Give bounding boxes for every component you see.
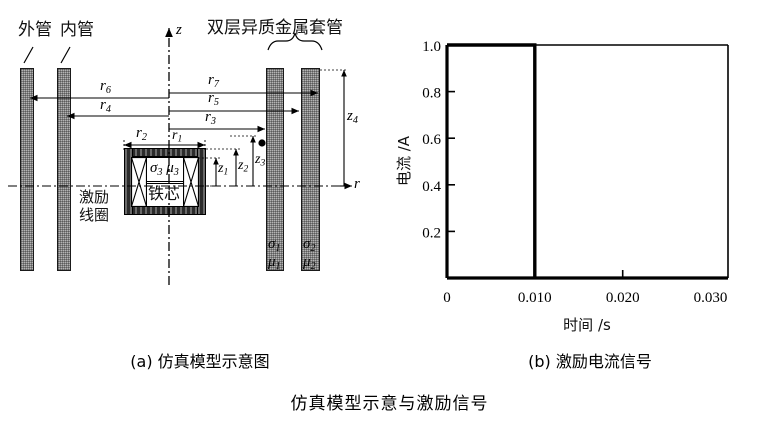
label-inner-tube: 内管 (60, 20, 94, 40)
chart-xtick-0: 0 (443, 290, 451, 306)
label-z2: z2 (238, 158, 249, 175)
label-axis-z: z (176, 22, 182, 38)
coil-left (131, 157, 147, 207)
chart-ytick-0.6: 0.6 (422, 132, 441, 148)
current-signal-chart: 1.0 0.8 0.6 0.4 0.2 0 0.010 0.020 0.030 … (395, 18, 779, 338)
panel-b-caption: (b) 激励电流信号 (528, 352, 652, 371)
label-outer-tube: 外管 (18, 20, 52, 40)
label-excitation-coil-line1: 激励 (79, 188, 110, 206)
chart-ytick-0.8: 0.8 (422, 86, 441, 102)
label-core-sigma3-mu3: σ3 μ3 (150, 160, 179, 178)
chart-xtick-0.010: 0.010 (518, 290, 552, 306)
label-casing1-mu1: μ1 (268, 254, 281, 272)
chart-xlabel: 时间 /s (563, 316, 611, 334)
chart-series-excitation-current (447, 43, 537, 278)
label-casing2-sigma2: σ2 (303, 236, 316, 254)
diagram-lineart (8, 28, 352, 285)
figure-caption: 仿真模型示意与激励信号 (290, 394, 489, 414)
label-r7: r7 (208, 72, 219, 90)
label-r1: r1 (172, 128, 183, 145)
label-r2: r2 (136, 125, 147, 143)
casing-layer-2-shape (301, 68, 320, 271)
chart-axes (445, 44, 729, 280)
label-z3: z3 (255, 152, 266, 169)
casing-layer-1-shape (266, 68, 284, 271)
label-z4: z4 (347, 108, 358, 126)
label-core: 铁芯 (148, 184, 181, 203)
schematic-diagram: 外管 内管 双层异质金属套管 z r r7 r5 r3 r1 r2 r6 r4 … (0, 0, 400, 340)
chart-ytick-1.0: 1.0 (422, 39, 441, 55)
label-casing2-mu2: μ2 (303, 254, 316, 272)
chart-ytick-0.2: 0.2 (422, 225, 441, 241)
chart-ylabel: 电流 /A (395, 135, 413, 186)
coil-right (183, 157, 199, 207)
chart-ytick-0.4: 0.4 (422, 179, 441, 195)
chart-svg: 1.0 0.8 0.6 0.4 0.2 0 0.010 0.020 0.030 … (395, 39, 729, 334)
label-casing: 双层异质金属套管 (207, 18, 343, 38)
label-excitation-coil-line2: 线圈 (79, 206, 110, 224)
label-casing1-sigma1: σ1 (268, 236, 281, 254)
chart-xtick-0.020: 0.020 (606, 290, 640, 306)
label-r6: r6 (100, 78, 111, 96)
label-r3: r3 (205, 109, 216, 127)
panel-a-caption: (a) 仿真模型示意图 (130, 352, 270, 371)
label-axis-r: r (354, 176, 360, 192)
label-r5: r5 (208, 90, 219, 108)
chart-y-ticks (447, 90, 455, 233)
outer-tube-shape (20, 68, 34, 271)
chart-xtick-0.030: 0.030 (694, 290, 728, 306)
label-z1: z1 (218, 161, 229, 178)
label-r4: r4 (100, 97, 111, 115)
